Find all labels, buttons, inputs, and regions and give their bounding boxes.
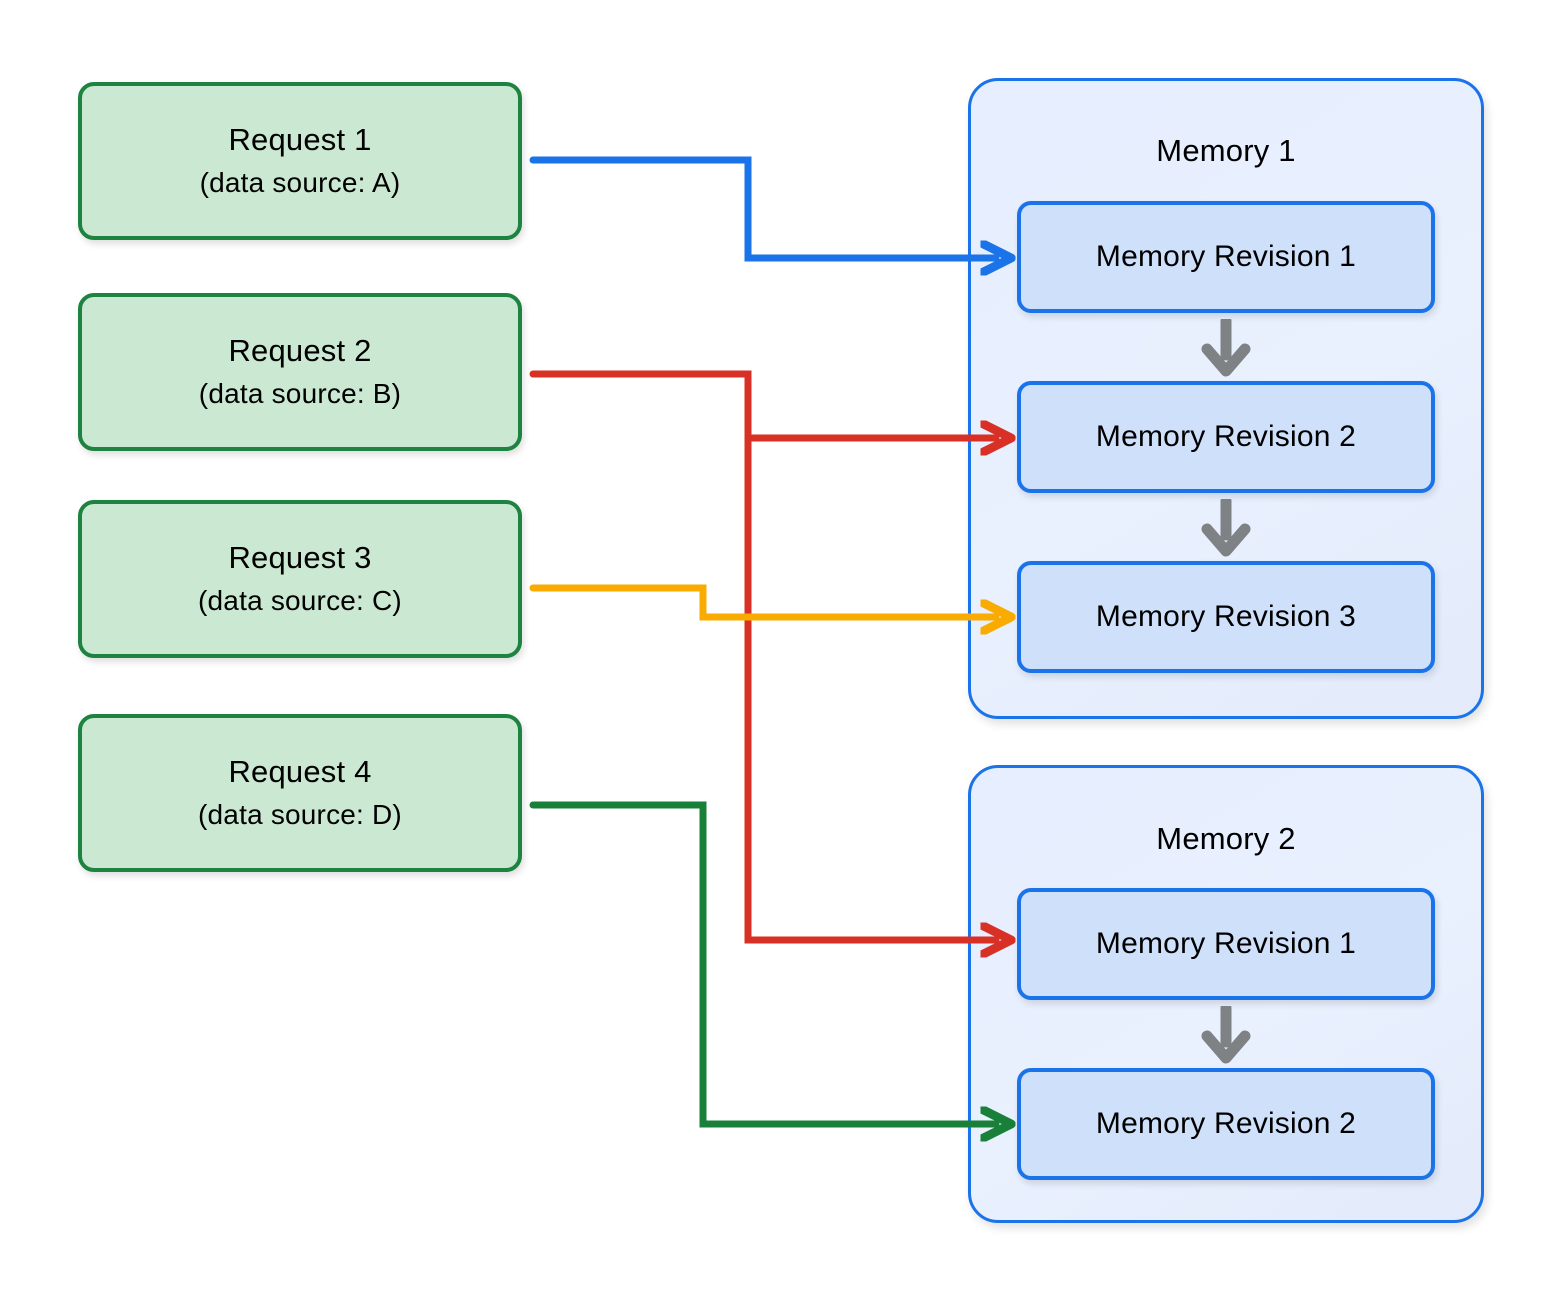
memory-revision-box[interactable]: Memory Revision 1 <box>1017 888 1435 1000</box>
down-arrow-icon <box>1201 499 1251 557</box>
memory-revision-label: Memory Revision 1 <box>1095 927 1357 960</box>
wire-request3-to-memory1-rev3 <box>529 584 996 617</box>
request-subtitle: (data source: A) <box>199 166 401 198</box>
memory-title: Memory 1 <box>1156 133 1296 168</box>
memory-revision-label: Memory Revision 2 <box>1095 1107 1357 1140</box>
memory-revision-box[interactable]: Memory Revision 1 <box>1017 201 1435 313</box>
memory-revision-box[interactable]: Memory Revision 2 <box>1017 1068 1435 1180</box>
request-box-1[interactable]: Request 1 (data source: A) <box>78 82 522 240</box>
memory-title: Memory 2 <box>1156 821 1296 856</box>
request-box-3[interactable]: Request 3 (data source: C) <box>78 500 522 658</box>
memory-revision-label: Memory Revision 3 <box>1095 600 1357 633</box>
request-title: Request 3 <box>228 539 372 575</box>
request-subtitle: (data source: D) <box>198 798 402 830</box>
memory-revision-box[interactable]: Memory Revision 3 <box>1017 561 1435 673</box>
request-title: Request 1 <box>228 121 372 157</box>
down-arrow-icon <box>1201 1006 1251 1064</box>
wire-request2-to-memory2-rev1 <box>529 370 996 940</box>
request-box-4[interactable]: Request 4 (data source: D) <box>78 714 522 872</box>
wire-request4-to-memory2-rev2 <box>529 801 996 1124</box>
memory-revision-label: Memory Revision 2 <box>1095 420 1357 453</box>
request-subtitle: (data source: B) <box>198 377 402 409</box>
request-box-2[interactable]: Request 2 (data source: B) <box>78 293 522 451</box>
memory-container-2[interactable]: Memory 2 Memory Revision 1 Memory Revisi… <box>968 765 1484 1223</box>
request-title: Request 2 <box>228 332 372 368</box>
memory-container-1[interactable]: Memory 1 Memory Revision 1 Memory Revisi… <box>968 78 1484 719</box>
down-arrow-icon <box>1201 319 1251 377</box>
request-subtitle: (data source: C) <box>198 584 402 616</box>
request-title: Request 4 <box>228 753 372 789</box>
memory-revision-box[interactable]: Memory Revision 2 <box>1017 381 1435 493</box>
wire-request1-to-memory1-rev1 <box>529 156 996 258</box>
memory-revision-label: Memory Revision 1 <box>1095 240 1357 273</box>
